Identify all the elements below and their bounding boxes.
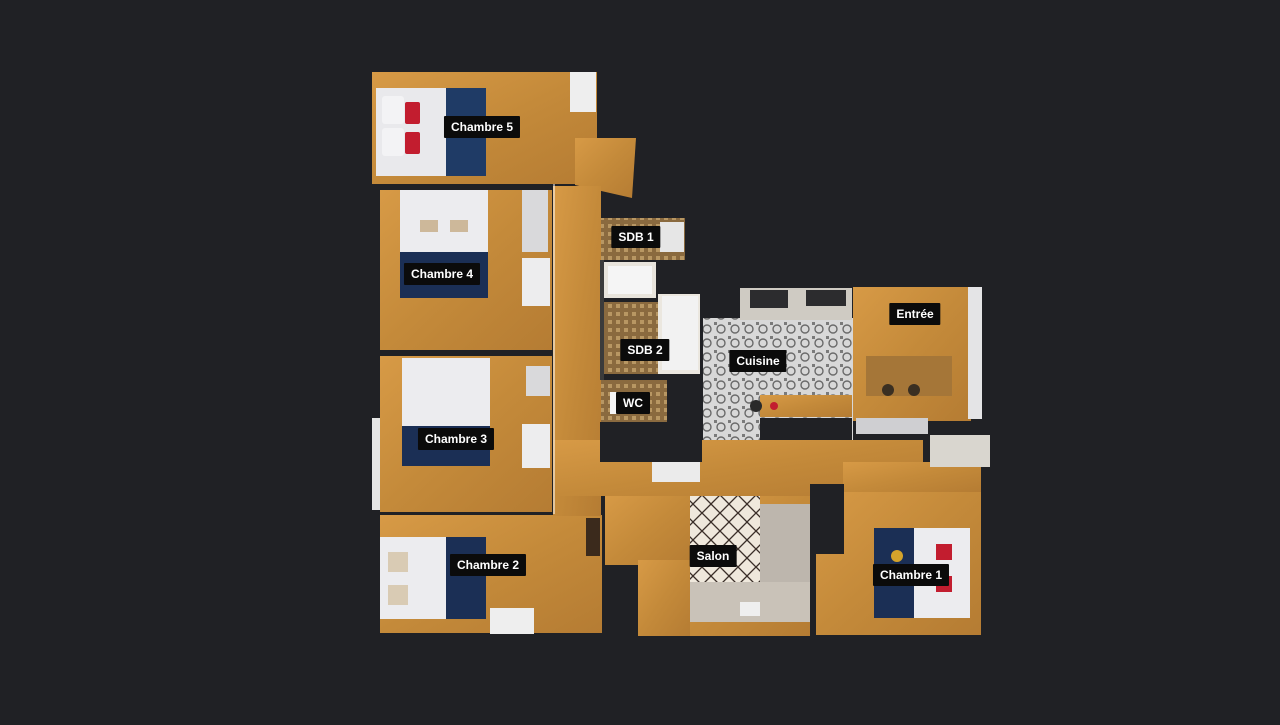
room-label-chambre-4[interactable]: Chambre 4 — [403, 263, 481, 285]
room-label-chambre-3[interactable]: Chambre 3 — [417, 428, 495, 450]
furniture — [372, 72, 982, 634]
room-label-cuisine[interactable]: Cuisine — [729, 350, 787, 372]
floor-chambre-1-closet — [930, 435, 990, 467]
floor-salon-rug — [690, 496, 760, 582]
floor-salon-strip — [638, 560, 690, 636]
floor-hall-lower — [605, 496, 690, 568]
floor-sdb-2 — [604, 302, 658, 374]
room-label-chambre-1[interactable]: Chambre 1 — [872, 564, 950, 586]
room-label-chambre-5[interactable]: Chambre 5 — [443, 116, 521, 138]
walls — [553, 184, 852, 637]
floor-cuisine-counter — [760, 395, 852, 417]
room-label-sdb-2[interactable]: SDB 2 — [620, 339, 670, 361]
room-label-entree[interactable]: Entrée — [889, 303, 941, 325]
room-label-chambre-2[interactable]: Chambre 2 — [449, 554, 527, 576]
room-label-sdb-1[interactable]: SDB 1 — [611, 226, 661, 248]
room-label-salon[interactable]: Salon — [689, 545, 737, 567]
bed-cover-chambre-2 — [446, 537, 486, 619]
floor-chambre-5-nook — [575, 138, 636, 198]
room-label-wc[interactable]: WC — [616, 392, 650, 414]
